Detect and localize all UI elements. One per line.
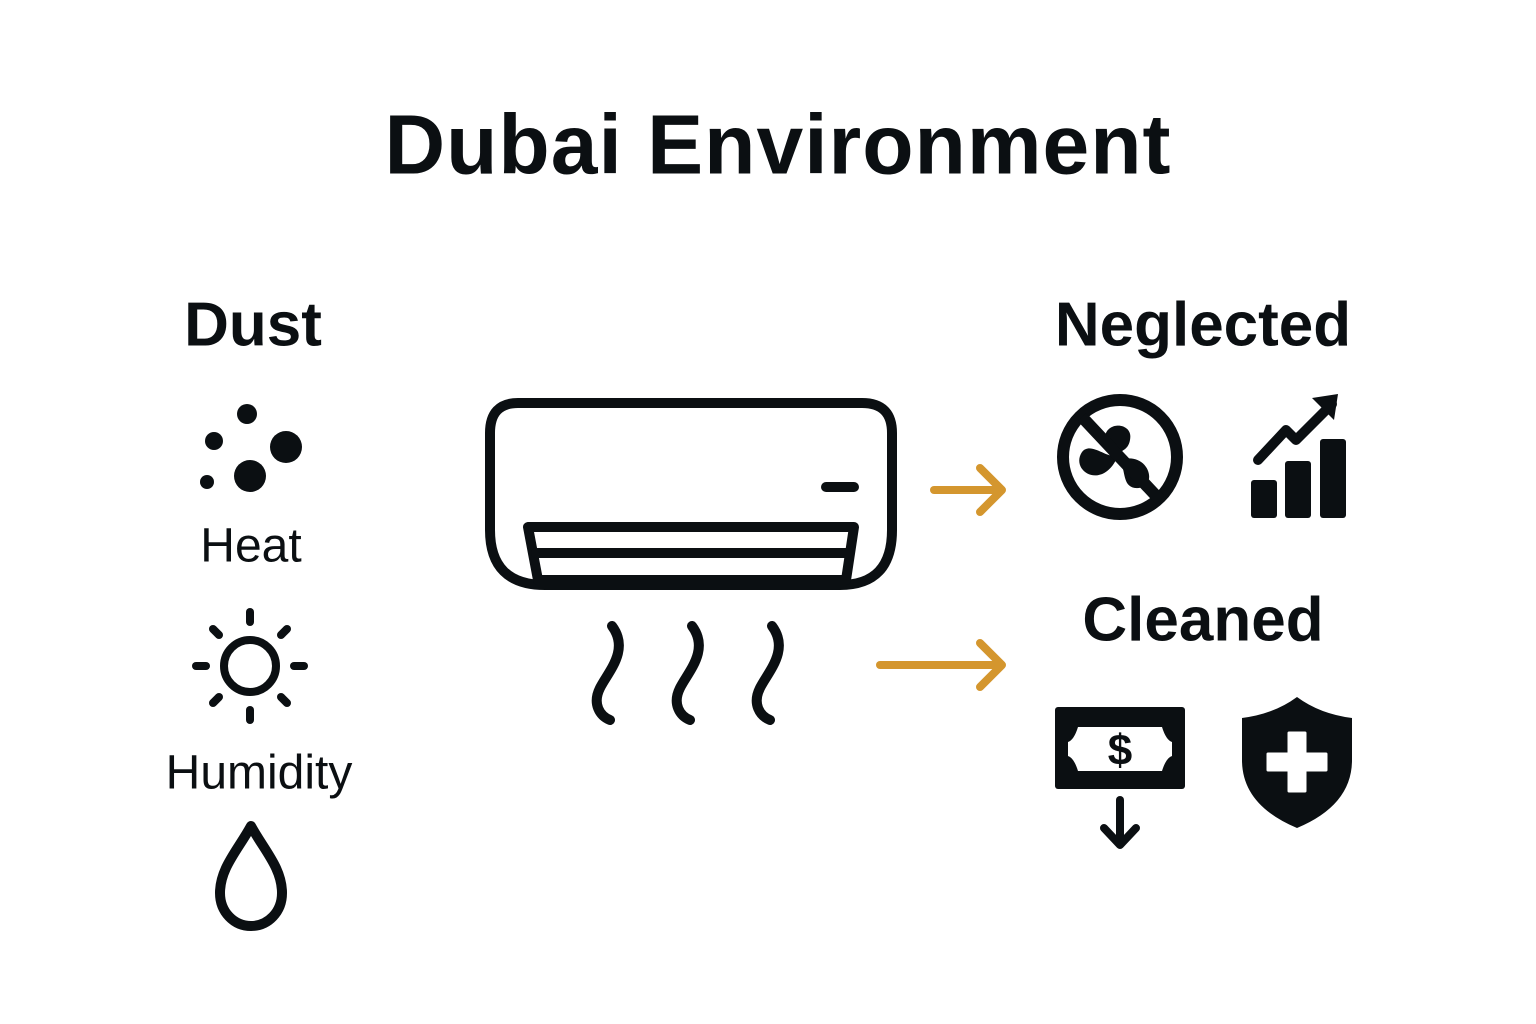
dust-particles-icon (200, 404, 302, 492)
factor-heat-label: Heat (200, 519, 302, 573)
outcome-neglected-label: Neglected (1054, 290, 1352, 360)
arrow-to-cleaned-icon (876, 639, 1006, 691)
blocked-fan-icon (1057, 394, 1183, 520)
factor-humidity-label: Humidity (165, 746, 353, 800)
rising-cost-chart-icon (1251, 394, 1346, 518)
page-title: Dubai Environment (384, 97, 1172, 192)
health-shield-icon (1242, 697, 1352, 828)
water-drop-icon (215, 821, 287, 931)
money-savings-down-icon: $ (1055, 707, 1185, 849)
svg-text:$: $ (1108, 726, 1132, 775)
arrow-to-neglected-icon (930, 464, 1006, 516)
outcome-cleaned-label: Cleaned (1082, 585, 1324, 655)
sun-icon (192, 608, 308, 724)
air-conditioner-icon (485, 398, 897, 725)
factor-dust-label: Dust (184, 290, 322, 360)
